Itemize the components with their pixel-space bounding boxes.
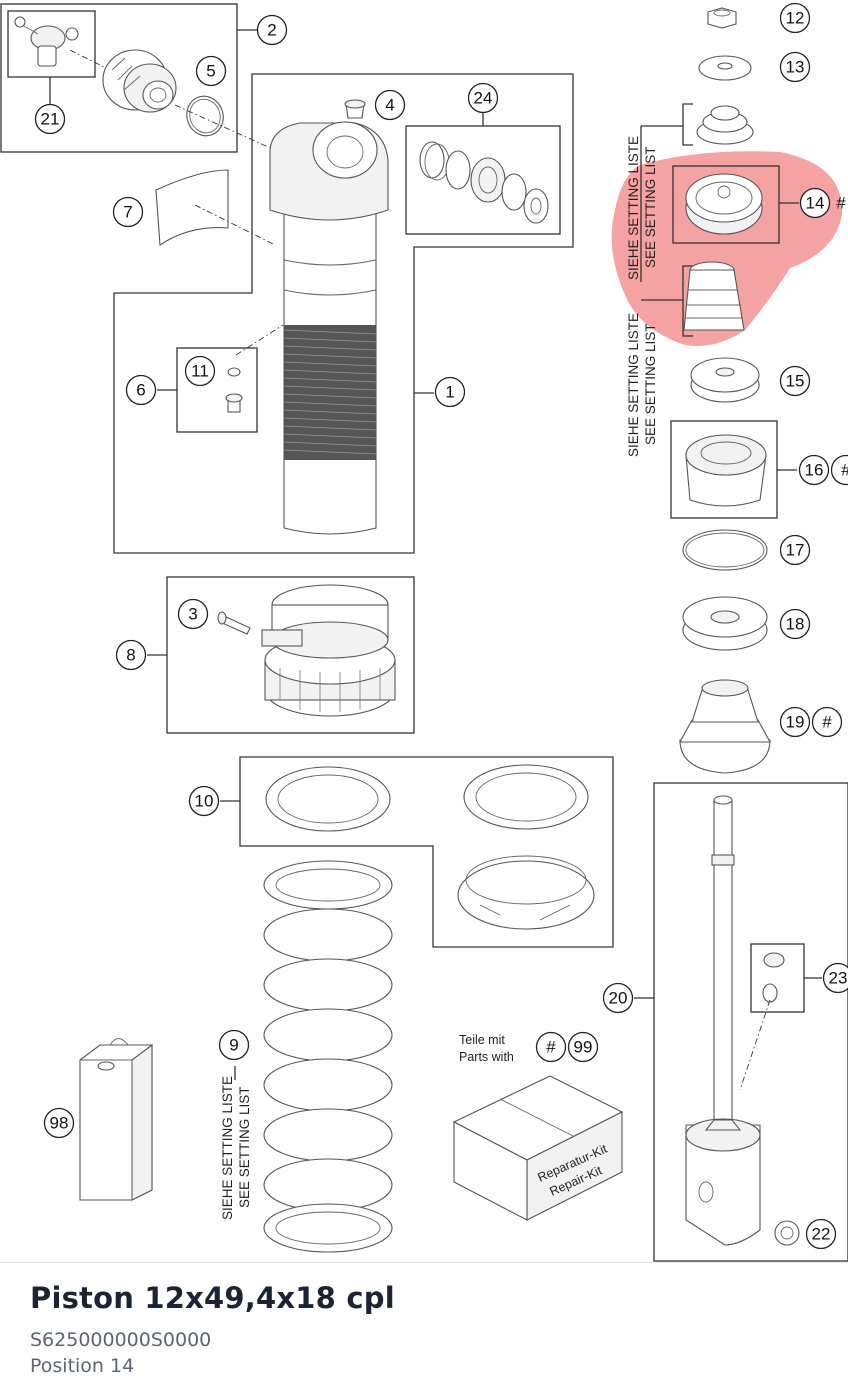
callout-4[interactable]: 4 (376, 91, 405, 120)
callout-99[interactable]: 99 (569, 1033, 598, 1062)
svg-text:16: 16 (805, 461, 824, 480)
callout-17[interactable]: 17 (781, 536, 810, 565)
svg-text:13: 13 (786, 58, 805, 77)
callout-5[interactable]: 5 (197, 57, 226, 86)
callout-1[interactable]: 1 (436, 378, 465, 407)
callout-24[interactable]: 24 (469, 84, 498, 113)
svg-text:7: 7 (123, 203, 132, 222)
callout-10[interactable]: 10 (190, 787, 219, 816)
svg-text:1: 1 (445, 383, 454, 402)
part-title: Piston 12x49,4x18 cpl (30, 1281, 395, 1315)
part-position: Position 14 (30, 1355, 134, 1377)
spring (264, 861, 392, 1252)
oil-canister (80, 1039, 152, 1201)
repair-kit-box: Reparatur-Kit Repair-Kit (454, 1076, 622, 1220)
svg-text:17: 17 (786, 541, 805, 560)
svg-text:22: 22 (812, 1225, 831, 1244)
piston-rod-group (634, 783, 848, 1261)
callout-13[interactable]: 13 (781, 53, 810, 82)
piston-stack (671, 8, 799, 773)
callout-23[interactable]: 23 (824, 964, 848, 993)
part-info-panel: Piston 12x49,4x18 cpl S625000000S0000 Po… (0, 1262, 848, 1391)
callout-2[interactable]: 2 (258, 16, 287, 45)
shock-body-group (114, 74, 573, 553)
hash-marker-parts-with: # (537, 1033, 566, 1062)
callout-19[interactable]: 19 (781, 708, 810, 737)
hash-marker-14: # (836, 194, 846, 213)
callout-14[interactable]: 14 (801, 189, 830, 218)
svg-text:5: 5 (206, 62, 215, 81)
callout-9[interactable]: 9 (220, 1031, 249, 1060)
svg-text:12: 12 (786, 9, 805, 28)
svg-text:24: 24 (474, 89, 493, 108)
svg-text:SIEHE SETTING LISTE: SIEHE SETTING LISTE (626, 136, 641, 280)
svg-text:2: 2 (267, 21, 276, 40)
svg-text:11: 11 (191, 362, 209, 381)
svg-text:6: 6 (136, 381, 145, 400)
hash-marker-16: # (832, 456, 848, 485)
hash-marker-19: # (813, 708, 842, 737)
svg-text:SIEHE SETTING LISTE: SIEHE SETTING LISTE (220, 1076, 235, 1220)
setting-list-label-spring: SIEHE SETTING LISTE SEE SETTING LIST (220, 1066, 252, 1220)
svg-text:15: 15 (786, 372, 805, 391)
callout-15[interactable]: 15 (781, 367, 810, 396)
svg-text:8: 8 (126, 646, 135, 665)
callout-3[interactable]: 3 (179, 600, 208, 629)
parts-with-de: Teile mit (459, 1033, 505, 1047)
svg-text:10: 10 (195, 792, 214, 811)
svg-text:98: 98 (50, 1114, 69, 1133)
callout-12[interactable]: 12 (781, 4, 810, 33)
svg-text:23: 23 (829, 969, 848, 988)
svg-text:SEE SETTING LIST: SEE SETTING LIST (237, 1086, 252, 1208)
svg-text:#: # (836, 194, 846, 213)
callout-8[interactable]: 8 (117, 641, 146, 670)
svg-text:SEE SETTING LIST: SEE SETTING LIST (643, 146, 658, 268)
callout-98[interactable]: 98 (45, 1109, 74, 1138)
callout-22[interactable]: 22 (807, 1220, 836, 1249)
svg-text:18: 18 (786, 615, 805, 634)
svg-text:3: 3 (188, 605, 197, 624)
svg-text:#: # (841, 461, 848, 480)
callout-18[interactable]: 18 (781, 610, 810, 639)
svg-text:#: # (822, 713, 832, 732)
svg-text:#: # (546, 1038, 556, 1057)
exploded-parts-diagram: Reparatur-Kit Repair-Kit Teile mit Parts… (0, 0, 848, 1262)
svg-text:19: 19 (786, 713, 805, 732)
part-number: S625000000S0000 (30, 1329, 211, 1351)
svg-text:SIEHE SETTING LISTE: SIEHE SETTING LISTE (626, 313, 641, 457)
callout-21[interactable]: 21 (36, 105, 65, 134)
callout-16[interactable]: 16 (800, 456, 829, 485)
svg-text:20: 20 (609, 989, 628, 1008)
callout-11[interactable]: 11 (186, 357, 215, 386)
svg-text:SEE SETTING LIST: SEE SETTING LIST (643, 323, 658, 445)
parts-with-en: Parts with (459, 1050, 514, 1064)
callout-7[interactable]: 7 (114, 198, 143, 227)
callout-20[interactable]: 20 (604, 984, 633, 1013)
callout-6[interactable]: 6 (127, 376, 156, 405)
svg-text:4: 4 (385, 96, 394, 115)
svg-text:14: 14 (806, 194, 825, 213)
svg-text:21: 21 (41, 110, 60, 129)
svg-text:99: 99 (574, 1038, 593, 1057)
svg-text:9: 9 (229, 1036, 238, 1055)
